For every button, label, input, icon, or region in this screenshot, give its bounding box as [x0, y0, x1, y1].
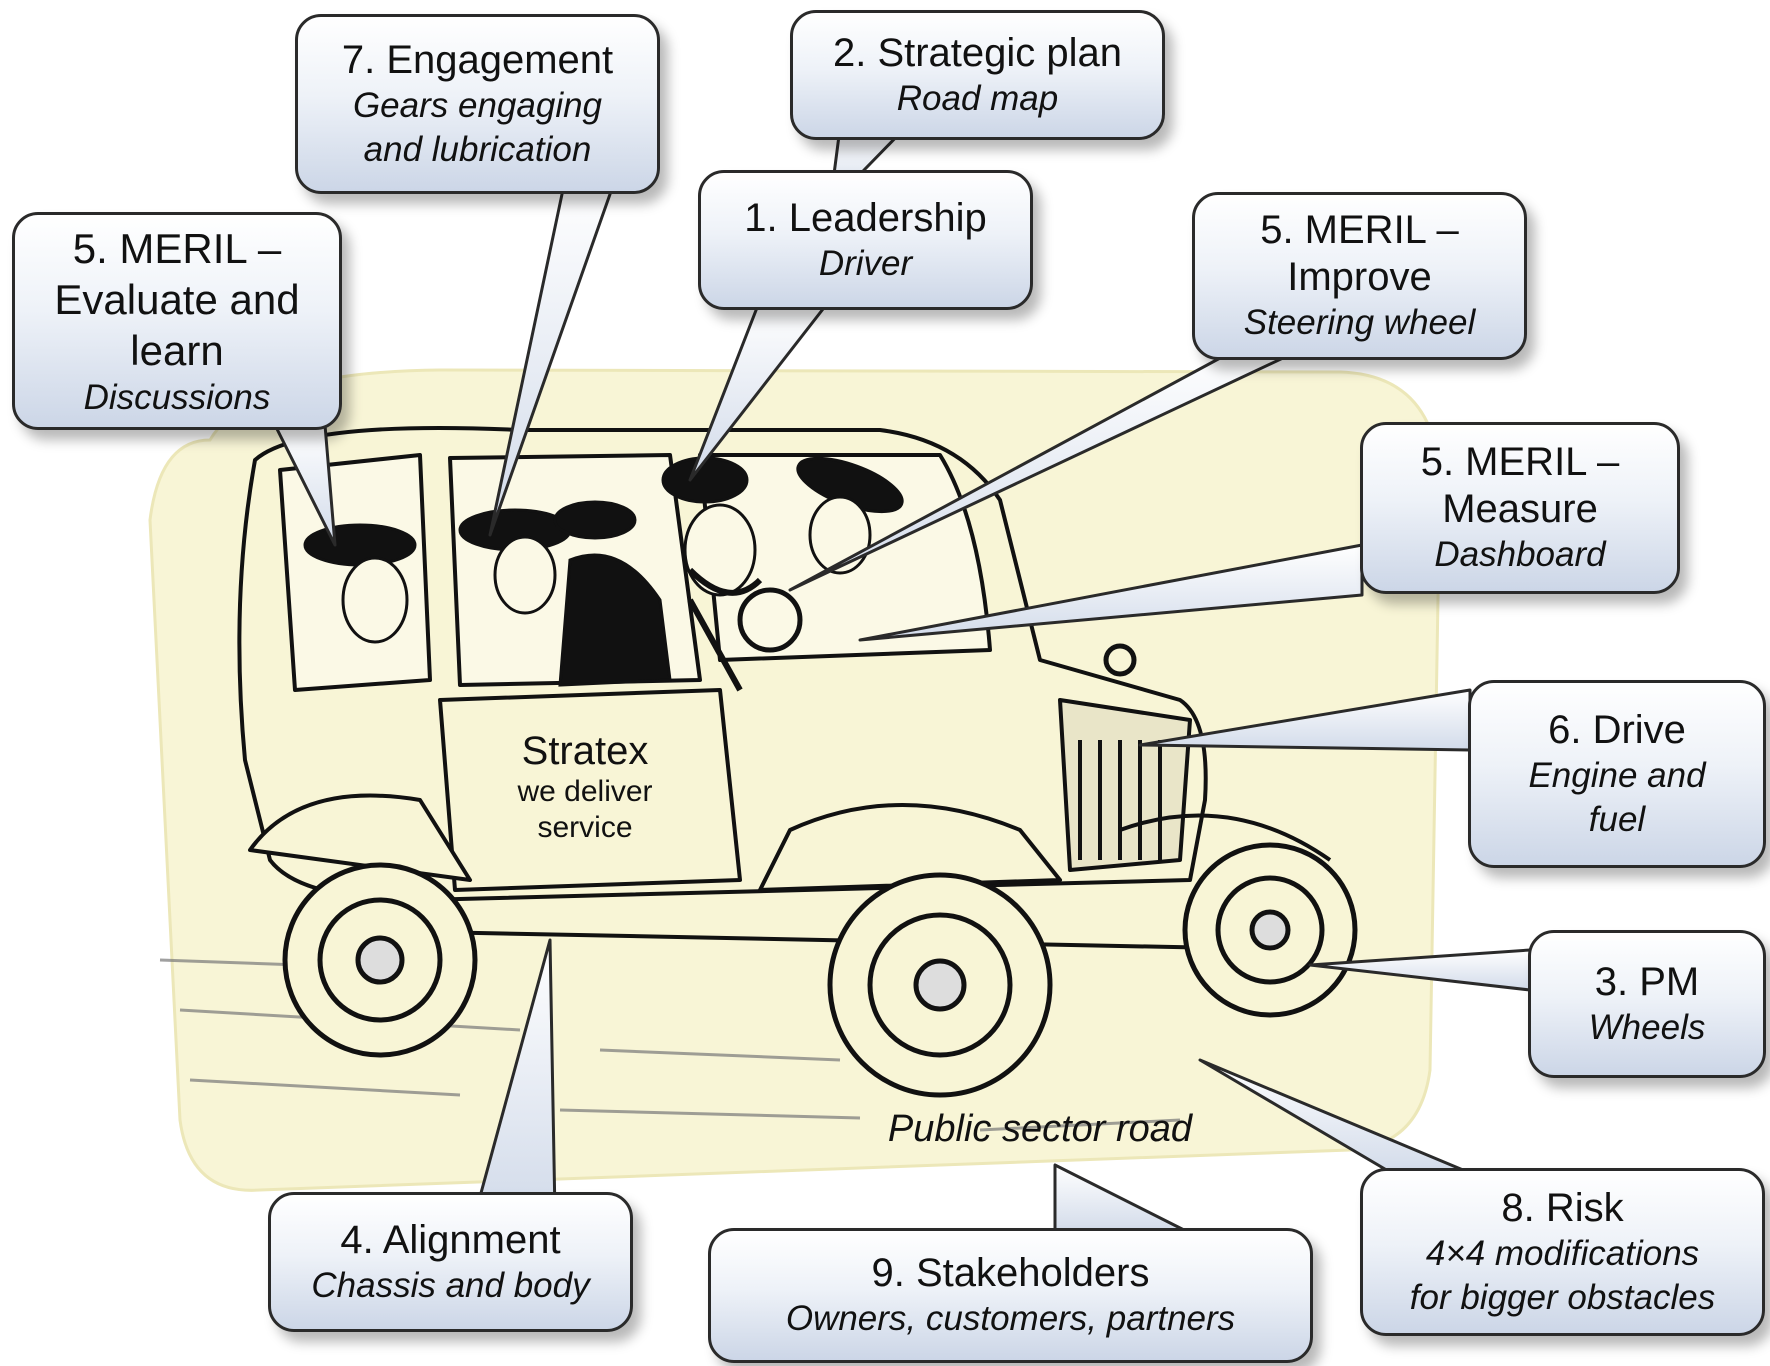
- callout-title: 2. Strategic plan: [832, 30, 1123, 75]
- callout-subtitle: Dashboard: [1434, 535, 1606, 574]
- callout-title: 6. Drive: [1548, 707, 1686, 752]
- door-brand-name: Stratex: [521, 729, 649, 773]
- callout-strategic-plan: 2. Strategic plan Road map: [790, 10, 1165, 140]
- callout-engagement: 7. Engagement Gears engaging and lubrica…: [295, 14, 660, 194]
- callout-pm: 3. PM Wheels: [1528, 930, 1766, 1078]
- callout-subtitle: Engine and fuel: [1528, 755, 1706, 839]
- callout-subtitle: Discussions: [83, 377, 271, 417]
- callout-meril-evaluate: 5. MERIL – Evaluate and learn Discussion…: [12, 212, 342, 430]
- callout-subtitle: Driver: [818, 243, 913, 283]
- callout-risk: 8. Risk 4×4 modifications for bigger obs…: [1360, 1168, 1765, 1336]
- callout-meril-measure: 5. MERIL – Measure Dashboard: [1360, 422, 1680, 594]
- door-brand-tagline: we deliver service: [517, 775, 653, 844]
- callout-subtitle: 4×4 modifications for bigger obstacles: [1409, 1233, 1716, 1317]
- callout-title: 4. Alignment: [340, 1217, 561, 1262]
- callout-title: 5. MERIL – Evaluate and learn: [54, 224, 300, 374]
- passengers: [303, 456, 904, 692]
- callout-subtitle: Wheels: [1588, 1007, 1706, 1047]
- callout-title: 1. Leadership: [744, 195, 987, 240]
- callout-meril-improve: 5. MERIL – Improve Steering wheel: [1192, 192, 1527, 360]
- road-label: Public sector road: [887, 1108, 1193, 1150]
- wheels: [282, 643, 1358, 1098]
- callout-title: 8. Risk: [1501, 1185, 1624, 1230]
- callout-title: 9. Stakeholders: [871, 1251, 1150, 1295]
- callout-subtitle: Chassis and body: [311, 1265, 590, 1305]
- callout-subtitle: Owners, customers, partners: [785, 1299, 1236, 1338]
- callout-subtitle: Gears engaging and lubrication: [352, 85, 603, 169]
- callout-leadership: 1. Leadership Driver: [698, 170, 1033, 310]
- callout-title: 5. MERIL – Measure: [1420, 440, 1620, 531]
- callout-title: 7. Engagement: [341, 37, 614, 82]
- callout-title: 5. MERIL – Improve: [1260, 208, 1459, 299]
- callout-drive: 6. Drive Engine and fuel: [1468, 680, 1766, 868]
- callout-title: 3. PM: [1594, 959, 1700, 1004]
- callout-alignment: 4. Alignment Chassis and body: [268, 1192, 633, 1332]
- callout-stakeholders: 9. Stakeholders Owners, customers, partn…: [708, 1228, 1313, 1363]
- callout-subtitle: Road map: [896, 78, 1059, 118]
- callout-subtitle: Steering wheel: [1243, 303, 1476, 342]
- door-brand: Stratex we deliver service: [470, 728, 700, 846]
